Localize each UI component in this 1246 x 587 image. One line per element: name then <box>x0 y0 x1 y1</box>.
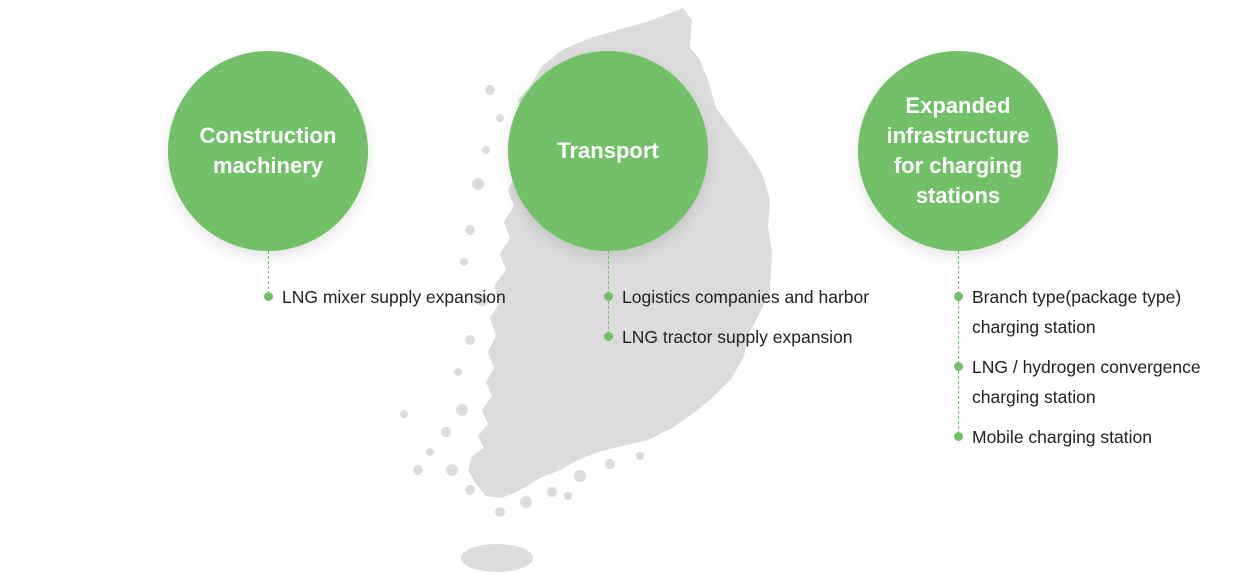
list-item: Logistics companies and harbor <box>622 282 869 312</box>
connector-line <box>268 251 269 299</box>
category-circle-transport: Transport <box>508 51 708 251</box>
list-item-text: Mobile charging station <box>972 427 1152 447</box>
list-item: Mobile charging station <box>972 422 1152 452</box>
list-item-text: LNG / hydrogen convergence <box>972 357 1201 377</box>
bullet-dot <box>954 292 963 301</box>
jeju-island <box>461 544 533 572</box>
category-title-line: machinery <box>212 153 324 178</box>
category-title-line: Transport <box>557 138 659 163</box>
island-cluster <box>400 85 644 517</box>
category-title-line: for charging <box>893 153 1023 178</box>
list-item: Branch type(package type) charging stati… <box>972 282 1181 342</box>
bullet-dot <box>604 292 613 301</box>
list-item-text: Branch type(package type) <box>972 287 1182 307</box>
category-title-line: infrastructure <box>886 123 1030 148</box>
bullet-dot <box>604 332 613 341</box>
list-item: LNG / hydrogen convergence charging stat… <box>972 352 1201 412</box>
list-item-text: charging station <box>972 317 1096 337</box>
connector-line <box>958 251 959 439</box>
bullet-dot <box>954 432 963 441</box>
list-item-text: LNG tractor supply expansion <box>622 327 853 347</box>
bullet-dot <box>264 292 273 301</box>
category-title-line: Construction <box>199 123 337 148</box>
bullet-dot <box>954 362 963 371</box>
list-item: LNG tractor supply expansion <box>622 322 853 352</box>
category-circle-charging: Expanded infrastructure for charging sta… <box>858 51 1058 251</box>
list-item-text: Logistics companies and harbor <box>622 287 870 307</box>
category-title-line: stations <box>915 183 1001 208</box>
category-circle-construction: Construction machinery <box>168 51 368 251</box>
list-item-text: LNG mixer supply expansion <box>282 287 506 307</box>
list-item: LNG mixer supply expansion <box>282 282 506 312</box>
category-title-line: Expanded <box>905 93 1011 118</box>
list-item-text: charging station <box>972 387 1096 407</box>
